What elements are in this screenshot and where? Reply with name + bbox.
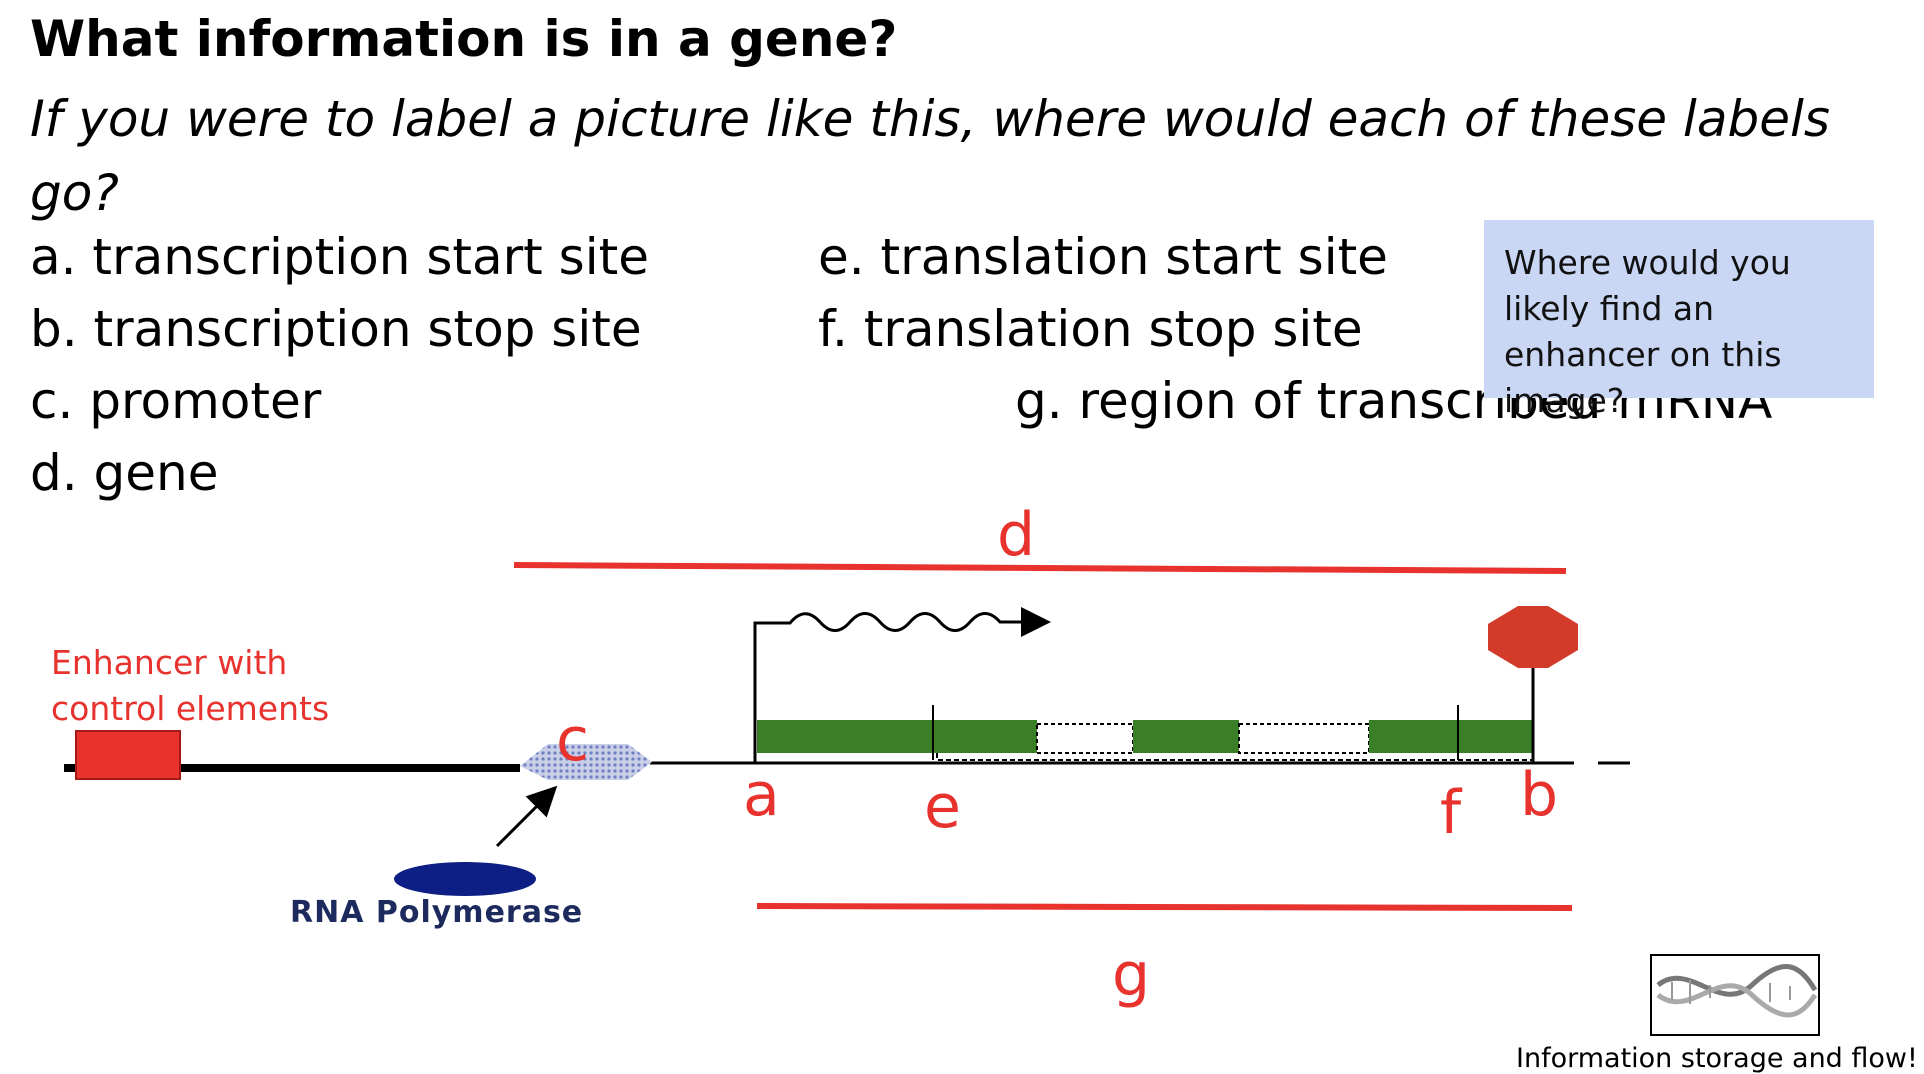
mrna-region-bar	[756, 903, 1573, 911]
dna-helix-icon	[1650, 954, 1820, 1036]
option-b: b. transcription stop site	[30, 300, 642, 358]
intron-2	[1238, 723, 1370, 754]
callout-line-3: enhancer on this	[1504, 335, 1782, 374]
gene-bar	[513, 562, 1567, 574]
enhancer-label-line-2: control elements	[51, 689, 330, 728]
rna-polymerase-shape	[394, 862, 536, 896]
transcription-start-arrow	[753, 607, 1051, 763]
footer-caption: Information storage and flow!	[1516, 1043, 1918, 1074]
marker-c: c	[556, 705, 589, 775]
callout-line-2: likely find an	[1504, 289, 1715, 328]
option-d: d. gene	[30, 444, 219, 502]
marker-g: g	[1112, 940, 1151, 1010]
slide-title: What information is in a gene?	[30, 10, 898, 68]
intron-1	[1036, 723, 1134, 754]
marker-d: d	[997, 500, 1036, 570]
stop-sign-icon	[1488, 606, 1578, 668]
marker-e: e	[924, 772, 961, 842]
rna-polymerase-label: RNA Polymerase	[290, 895, 584, 930]
option-f: f. translation stop site	[818, 300, 1363, 358]
polymerase-arrow	[495, 785, 558, 848]
mrna-outline	[936, 753, 1534, 761]
promoter-region	[520, 744, 652, 780]
callout-line-4: image?	[1504, 381, 1625, 420]
enhancer-label-line-1: Enhancer with	[51, 643, 288, 682]
exon-3	[1369, 720, 1534, 753]
exon-2	[1133, 720, 1239, 753]
marker-f: f	[1440, 778, 1462, 848]
slide-question: If you were to label a picture like this…	[30, 90, 1830, 222]
option-c: c. promoter	[30, 372, 322, 430]
enhancer-question-callout: Where would you likely find an enhancer …	[1484, 220, 1874, 420]
enhancer-box	[75, 730, 181, 780]
marker-a: a	[743, 760, 780, 830]
exon-1	[757, 720, 1037, 753]
option-e: e. translation start site	[818, 228, 1388, 286]
marker-b: b	[1520, 760, 1559, 830]
option-a: a. transcription start site	[30, 228, 649, 286]
callout-line-1: Where would you	[1504, 243, 1791, 282]
